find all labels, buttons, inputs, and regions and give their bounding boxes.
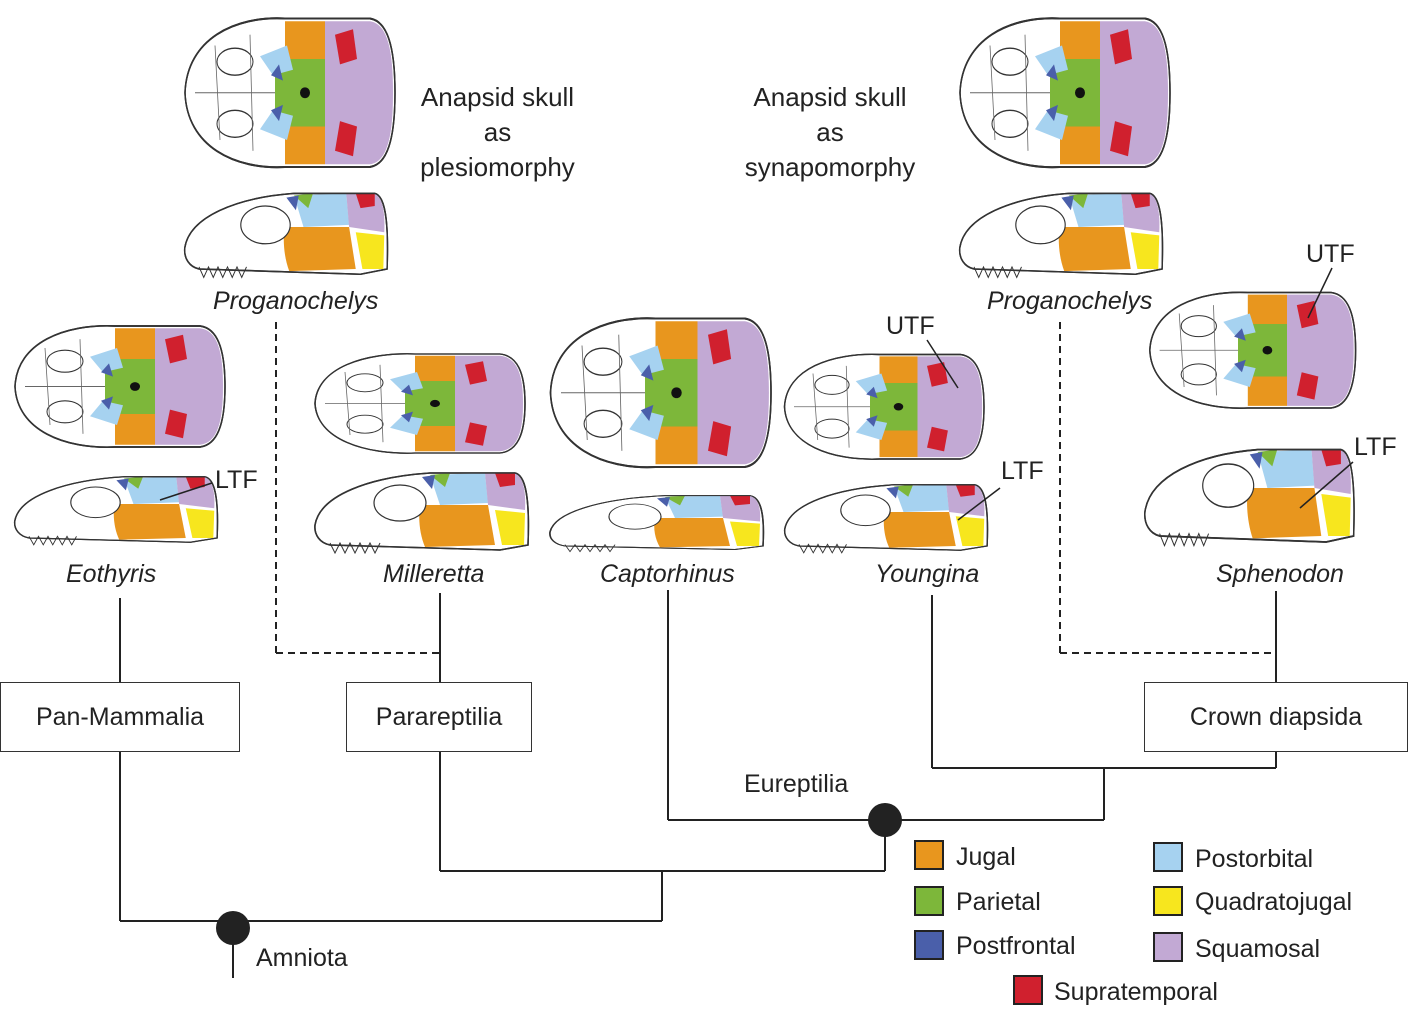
legend-label-supratemporal: Supratemporal: [1054, 978, 1218, 1006]
captorhinus-dorsal-skull: [549, 317, 773, 469]
milleretta-lateral-skull: [314, 472, 530, 554]
legend-swatch-jugal: [914, 840, 944, 870]
proganochelys-left-dorsal-skull: [183, 17, 397, 169]
milleretta-dorsal-skull: [314, 353, 526, 454]
eothyris-lateral-skull: [13, 476, 219, 546]
proganochelys-dashed-links: [275, 322, 1276, 654]
heading-line: as: [816, 117, 844, 147]
taxon-label-proganochelys-left: Proganochelys: [213, 287, 379, 315]
legend-label-squamosal: Squamosal: [1195, 935, 1321, 963]
node-label-eureptilia: Eureptilia: [744, 770, 849, 798]
taxon-label-captorhinus: Captorhinus: [600, 560, 735, 588]
eureptilia-node: [868, 803, 902, 837]
clade-box-pan-mammalia: Pan-Mammalia: [0, 682, 240, 752]
taxon-label-proganochelys-right: Proganochelys: [987, 287, 1153, 315]
youngina-dorsal-skull: [783, 353, 985, 460]
youngina-lateral-skull: [783, 484, 989, 554]
legend-swatch-postorbital: [1153, 842, 1183, 872]
legend-label-postorbital: Postorbital: [1195, 845, 1314, 873]
heading-plesiomorphy: Anapsid skull as plesiomorphy: [395, 80, 600, 185]
proganochelys-right-lateral-skull: [958, 192, 1164, 279]
legend-swatch-parietal: [914, 886, 944, 916]
legend-label-parietal: Parietal: [956, 888, 1041, 916]
eothyris-dorsal-skull: [14, 325, 226, 448]
utf-label-youngina: UTF: [886, 312, 935, 340]
legend-swatch-squamosal: [1153, 932, 1183, 962]
taxon-label-eothyris: Eothyris: [66, 560, 157, 588]
clade-box-crown-diapsida: Crown diapsida: [1144, 682, 1408, 752]
legend-swatch-quadratojugal: [1153, 886, 1183, 916]
heading-line: Anapsid skull: [420, 82, 575, 112]
ltf-label-eothyris: LTF: [215, 466, 258, 494]
clade-box-parareptilia: Parareptilia: [346, 682, 532, 752]
heading-line: as: [483, 117, 512, 147]
captorhinus-lateral-skull: [549, 494, 765, 553]
taxon-label-milleretta: Milleretta: [383, 560, 485, 588]
annotation-pointers: [159, 267, 1354, 521]
legend-label-postfrontal: Postfrontal: [956, 932, 1076, 960]
legend-label-quadratojugal: Quadratojugal: [1195, 888, 1353, 916]
proganochelys-left-lateral-skull: [183, 192, 389, 279]
amniota-node: [216, 911, 250, 945]
sphenodon-lateral-skull: [1143, 448, 1355, 547]
sphenodon-dorsal-skull: [1149, 291, 1357, 409]
taxon-label-youngina: Youngina: [875, 560, 980, 588]
utf-label-sphenodon: UTF: [1306, 240, 1355, 268]
taxon-label-sphenodon: Sphenodon: [1216, 560, 1344, 588]
heading-line: synapomorphy: [744, 152, 916, 182]
proganochelys-right-dorsal-skull: [958, 17, 1172, 169]
node-label-amniota: Amniota: [256, 944, 348, 972]
heading-synapomorphy: Anapsid skull as synapomorphy: [720, 80, 940, 185]
heading-line: Anapsid skull: [753, 82, 907, 112]
legend-swatch-supratemporal: [1013, 975, 1043, 1005]
tree-branches: [119, 590, 1277, 978]
legend-swatch-postfrontal: [914, 930, 944, 960]
ltf-label-sphenodon: LTF: [1354, 433, 1397, 461]
heading-line: plesiomorphy: [420, 152, 575, 182]
legend-label-jugal: Jugal: [956, 843, 1016, 871]
ltf-label-youngina: LTF: [1001, 457, 1044, 485]
